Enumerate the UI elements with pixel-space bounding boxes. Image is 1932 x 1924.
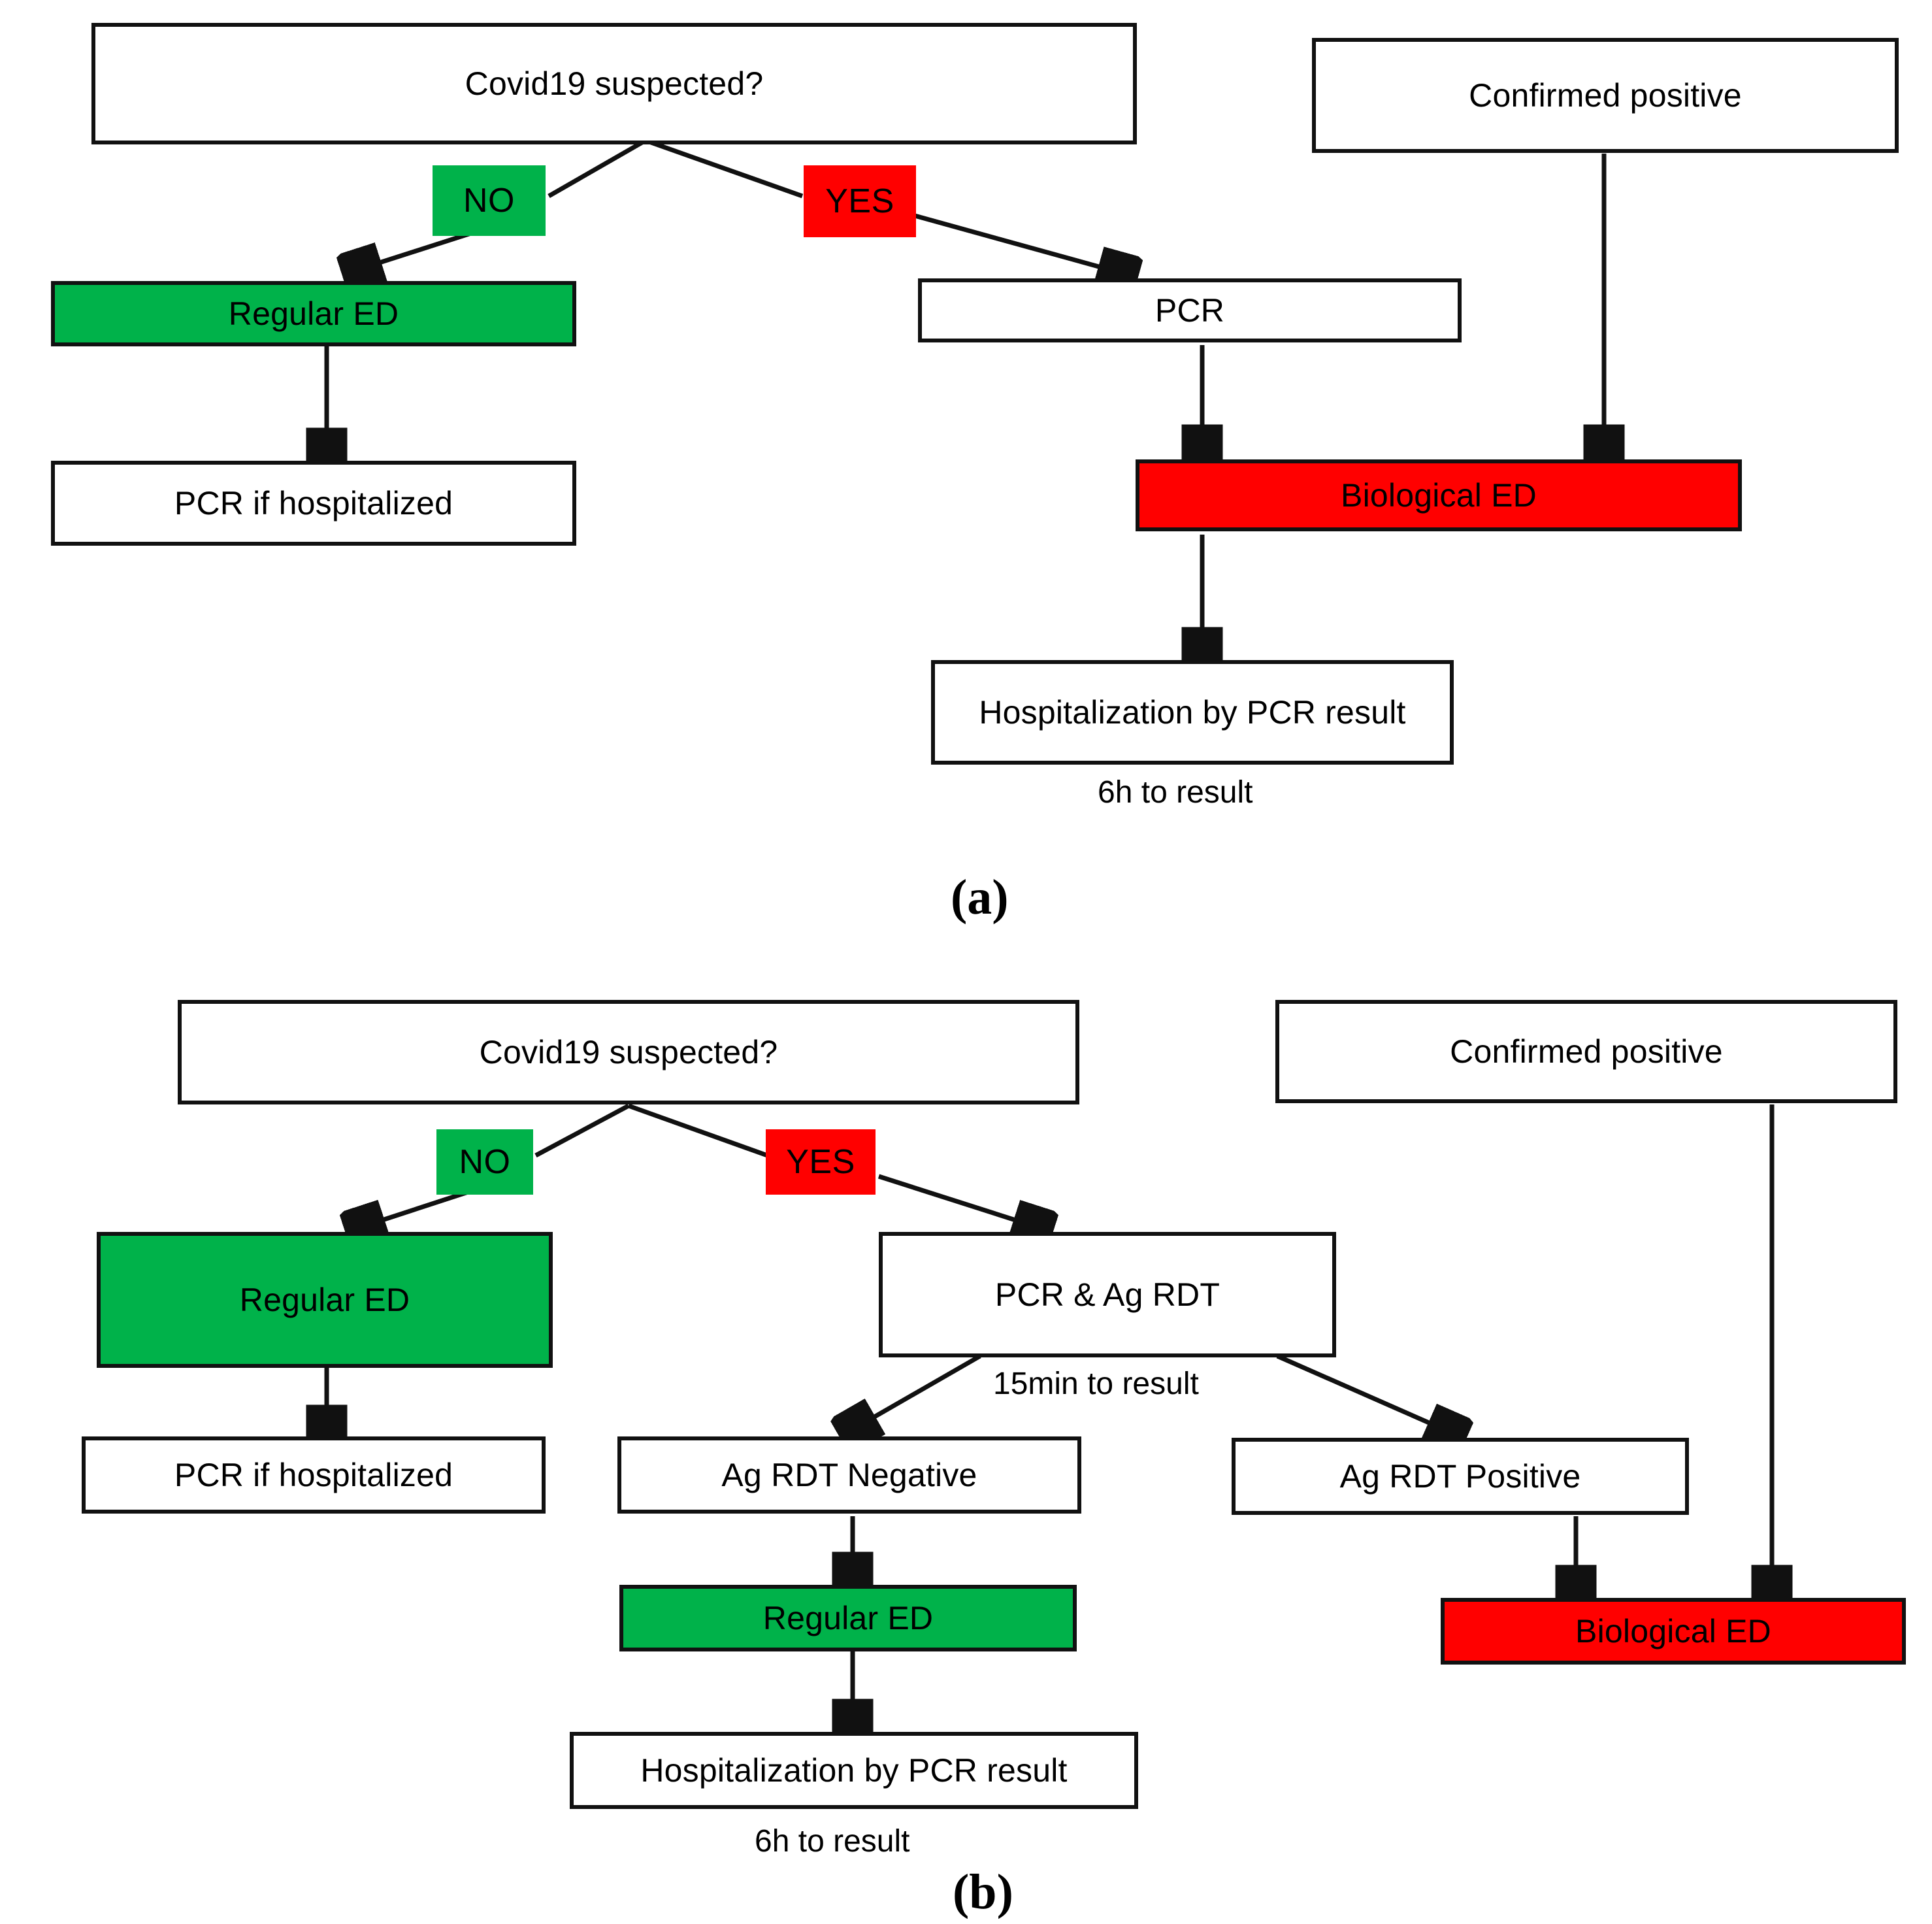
box-pcr-a[interactable]: PCR [918,278,1462,342]
box-pcr-if-hospitalized-b[interactable]: PCR if hospitalized [82,1436,546,1514]
panel-letter-b: (b) [953,1865,1013,1919]
box-ag-rdt-positive-b[interactable]: Ag RDT Positive [1232,1438,1689,1515]
box-hospitalization-by-pcr-result-a[interactable]: Hospitalization by PCR result [931,660,1454,765]
box-covid19-suspected-b[interactable]: Covid19 suspected? [178,1000,1079,1104]
edge-label-yes-b: YES [766,1129,876,1195]
caption-15min-to-result-b: 15min to result [993,1367,1199,1401]
caption-6h-to-result-a: 6h to result [1098,775,1253,810]
edge-label-no-a: NO [433,165,546,236]
edge-label-yes-a: YES [804,165,916,237]
box-regular-ed-a[interactable]: Regular ED [51,281,576,346]
box-biological-ed-a[interactable]: Biological ED [1136,459,1742,531]
panel-letter-a: (a) [951,870,1009,925]
box-regular-ed-b[interactable]: Regular ED [97,1232,553,1368]
box-pcr-if-hospitalized-a[interactable]: PCR if hospitalized [51,461,576,546]
caption-6h-to-result-b: 6h to result [755,1824,910,1859]
box-regular-ed-2-b[interactable]: Regular ED [619,1585,1077,1651]
edge-label-no-b: NO [436,1129,533,1195]
box-confirmed-positive-a[interactable]: Confirmed positive [1312,38,1899,153]
box-ag-rdt-negative-b[interactable]: Ag RDT Negative [617,1436,1081,1514]
box-pcr-and-ag-rdt-b[interactable]: PCR & Ag RDT [879,1232,1336,1357]
box-confirmed-positive-b[interactable]: Confirmed positive [1275,1000,1897,1103]
box-covid19-suspected-a[interactable]: Covid19 suspected? [91,23,1137,144]
box-biological-ed-b[interactable]: Biological ED [1441,1598,1906,1665]
box-hospitalization-by-pcr-result-b[interactable]: Hospitalization by PCR result [570,1732,1138,1809]
